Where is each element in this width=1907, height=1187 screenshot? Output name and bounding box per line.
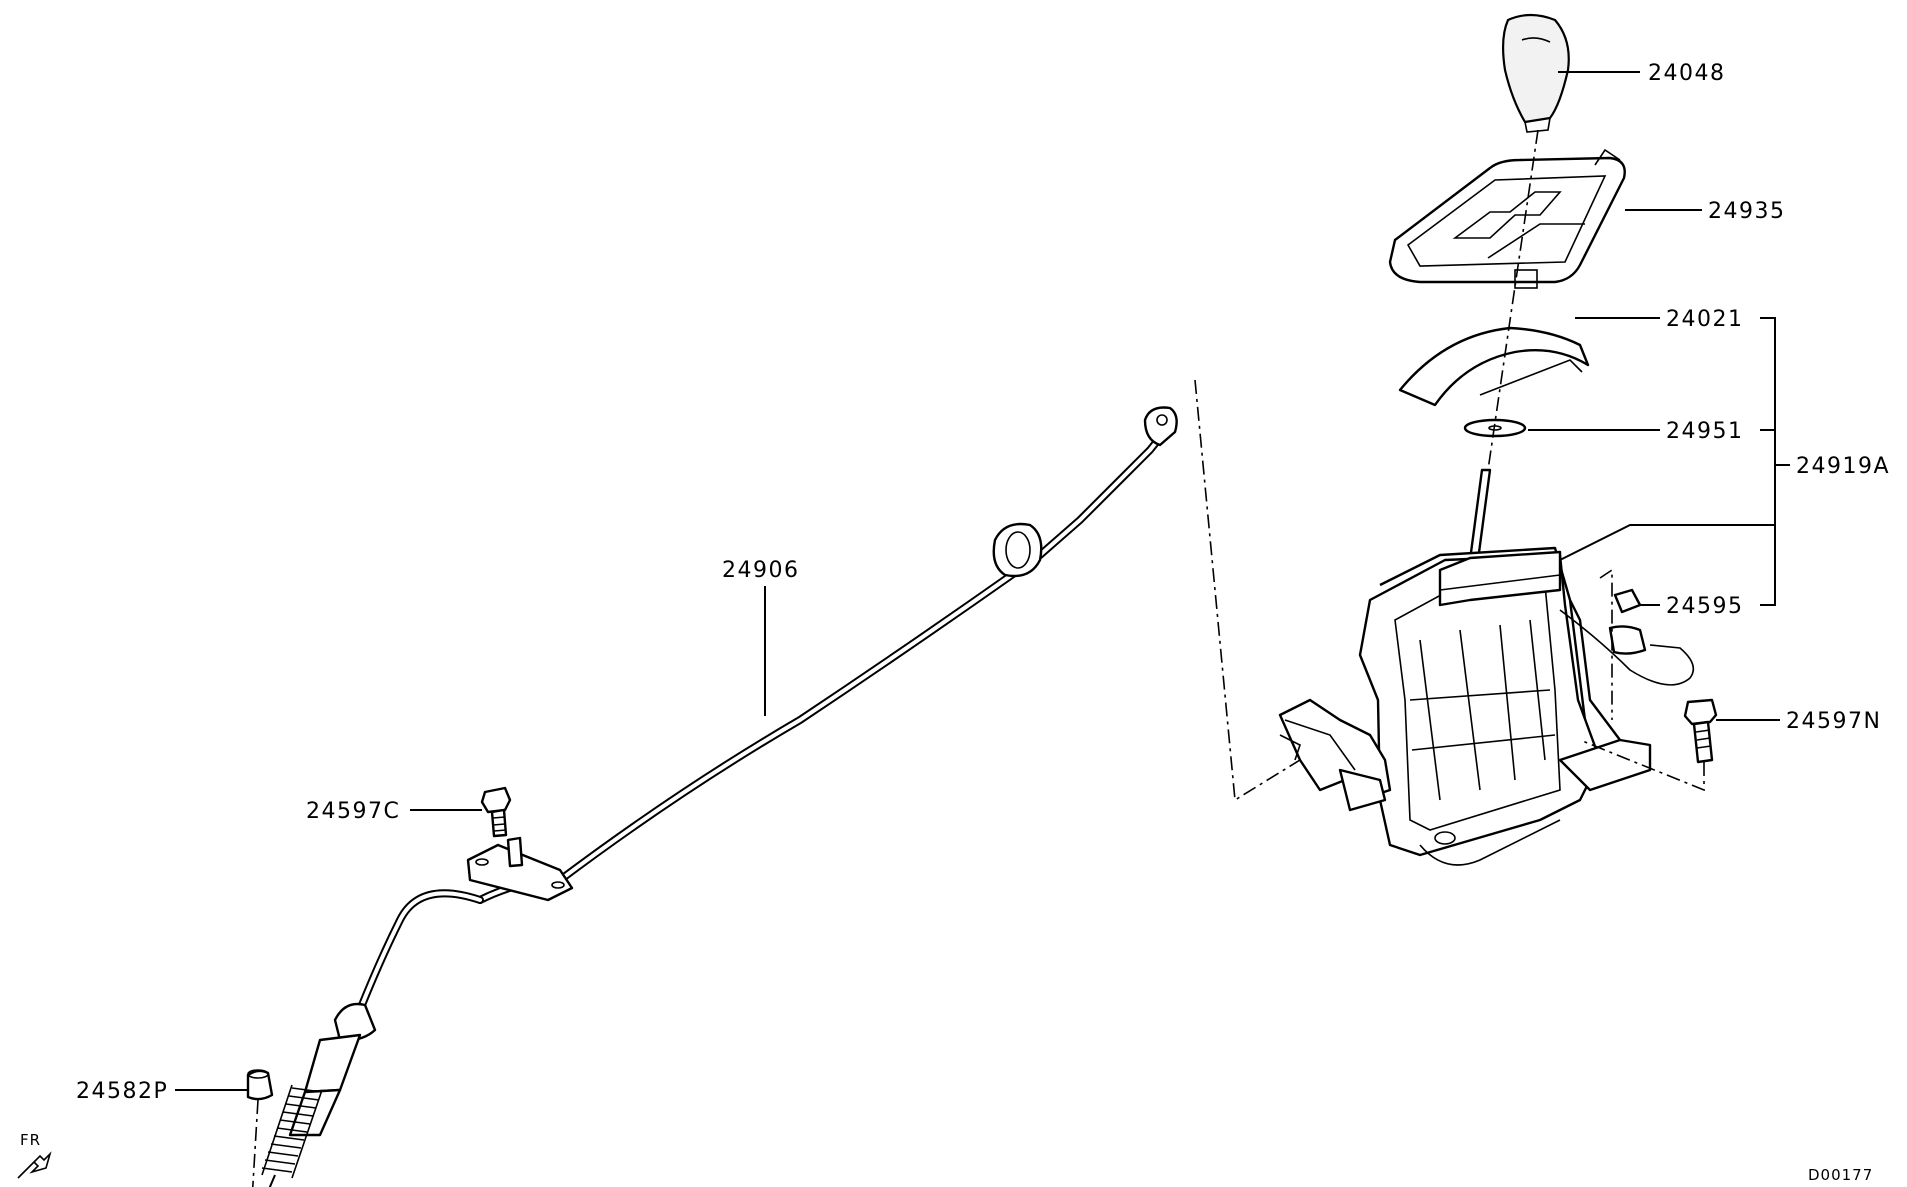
nut-24582P — [246, 1069, 274, 1101]
label-24582P: 24582P — [76, 1079, 168, 1104]
bracket-24919A — [1559, 317, 1790, 606]
bolt-24597C — [480, 786, 512, 838]
indicator-panel — [1388, 148, 1626, 289]
sensor-switch — [1559, 588, 1695, 686]
bolt-install-line — [1579, 739, 1705, 792]
label-24951: 24951 — [1666, 419, 1744, 444]
drawing-code: D00177 — [1808, 1166, 1873, 1184]
label-24595: 24595 — [1666, 594, 1744, 619]
label-24906: 24906 — [722, 558, 800, 583]
label-24935: 24935 — [1708, 199, 1786, 224]
front-label: FR — [20, 1131, 41, 1149]
label-24919A: 24919A — [1796, 454, 1890, 479]
nut-install-line — [251, 1099, 259, 1187]
front-arrow-icon — [17, 1151, 52, 1179]
bolt-24597N — [1683, 698, 1718, 764]
shift-knob — [1501, 13, 1570, 133]
slide-plate — [1463, 418, 1527, 438]
label-24597N: 24597N — [1786, 709, 1881, 734]
label-24597C: 24597C — [306, 799, 400, 824]
lever-base-bracket — [1358, 546, 1652, 866]
sensor-dashed-box — [1599, 568, 1613, 720]
label-24021: 24021 — [1666, 307, 1744, 332]
assembly-axis-line — [1487, 129, 1539, 471]
cable-routing-line — [1194, 379, 1301, 802]
label-24048: 24048 — [1648, 61, 1726, 86]
base-mount-bracket — [1278, 698, 1392, 812]
shift-cable — [261, 406, 1178, 1187]
shift-lever-rod — [1468, 468, 1492, 562]
front-direction-indicator: FR — [17, 1131, 52, 1179]
slide-cover — [1398, 326, 1590, 407]
